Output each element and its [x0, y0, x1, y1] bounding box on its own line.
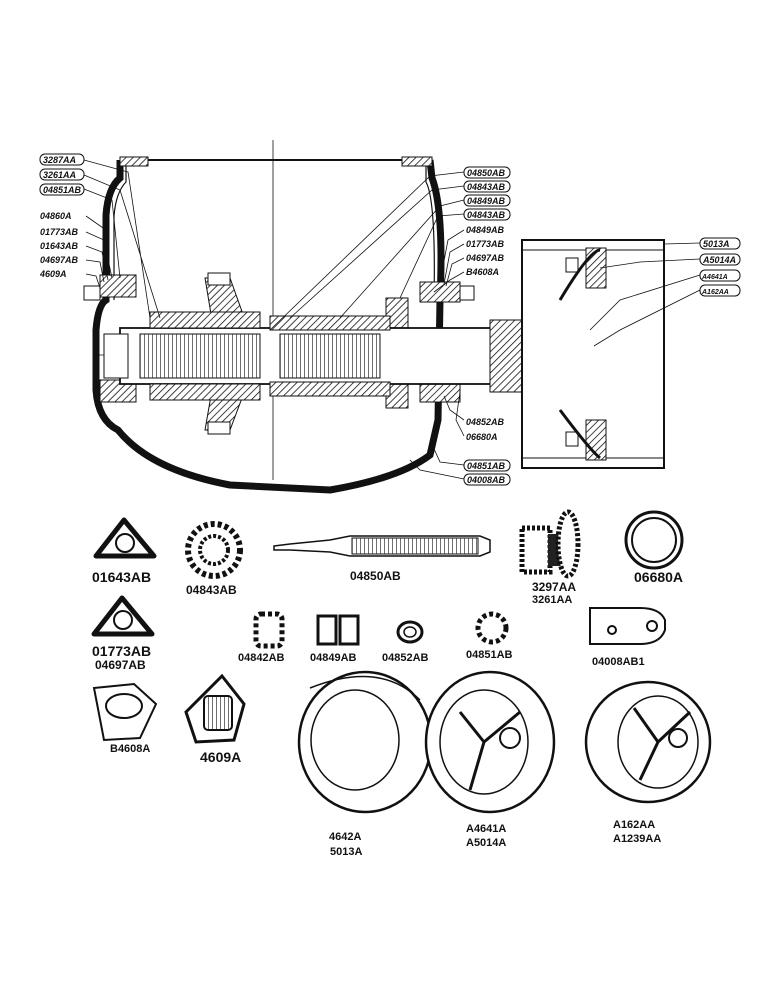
part-04843AB: [185, 521, 243, 579]
label-04850AB: 04850AB: [350, 569, 401, 583]
shaft-splines-left: [139, 333, 261, 379]
callout-04851AB-2: 04851AB: [467, 461, 506, 471]
part-A162AA-drum: [584, 680, 712, 804]
part-04849AB: [316, 614, 360, 646]
callout-A5014A: A5014A: [702, 255, 736, 265]
left-bolt-head: [83, 285, 101, 301]
sleeve-top-left: [149, 311, 261, 329]
part-04852AB: [396, 620, 424, 644]
part-3297AA-gear-cluster: [519, 509, 581, 579]
label-04008AB1: 04008AB1: [592, 656, 645, 668]
callout-B4608A: B4608A: [466, 267, 499, 277]
callout-01773AB: 01773AB: [40, 227, 79, 237]
label-A1239AA: A1239AA: [613, 833, 661, 845]
gear-bolt-top: [207, 272, 231, 286]
label-06680A: 06680A: [634, 569, 683, 585]
sleeve-top-right: [269, 315, 391, 331]
shaft-splines-right: [279, 333, 381, 379]
callout-04851AB: 04851AB: [43, 185, 82, 195]
callout-4609A: 4609A: [39, 269, 67, 279]
right-bearing-bottom: [419, 381, 461, 403]
right-bolt-head: [459, 285, 475, 301]
label-A5014A: A5014A: [466, 837, 506, 849]
callout-04850AB: 04850AB: [467, 168, 506, 178]
drum-spoke-top: [558, 248, 601, 301]
callout-3261AA: 3261AA: [43, 170, 76, 180]
callout-04697AB: 04697AB: [40, 255, 79, 265]
left-bearing-top: [99, 274, 137, 298]
callout-04849AB-2: 04849AB: [466, 225, 505, 235]
label-01773AB: 01773AB: [92, 643, 151, 659]
drum-bolt-bottom: [565, 431, 579, 447]
label-A162AA: A162AA: [613, 819, 655, 831]
label-3297AA: 3297AA: [532, 580, 576, 594]
label-04842AB: 04842AB: [238, 652, 285, 664]
label-4642A: 4642A: [329, 831, 361, 843]
callout-06680A: 06680A: [466, 432, 498, 442]
parts-exploded: 01643AB 04843AB 04850AB 3297AA 3261AA 06…: [91, 509, 712, 858]
part-4609A: [184, 673, 246, 744]
label-4609A: 4609A: [200, 749, 241, 765]
part-04842AB: [253, 611, 285, 649]
drum-bolt-top: [565, 257, 579, 273]
part-01773AB: [91, 595, 155, 637]
label-04697AB: 04697AB: [95, 658, 146, 672]
callouts-right-top: 04850AB 04843AB 04849AB 04843AB 04849AB …: [269, 166, 511, 331]
label-3261AA: 3261AA: [532, 594, 572, 606]
callout-A4641A: A4641A: [701, 274, 728, 281]
label-01643AB: 01643AB: [92, 569, 151, 585]
callout-3287AA: 3287AA: [43, 155, 76, 165]
part-A4641A-drum: [424, 670, 556, 814]
part-04851AB: [475, 611, 509, 645]
housing-flange-right: [401, 156, 433, 167]
part-B4608A: [92, 682, 158, 742]
callout-01643AB: 01643AB: [40, 241, 79, 251]
part-01643AB: [93, 517, 157, 559]
callouts-right-bottom: 04852AB 06680A 04851AB 04008AB: [409, 391, 511, 486]
callout-04697AB-2: 04697AB: [466, 253, 505, 263]
gear-bolt-bottom: [207, 421, 231, 435]
callouts-far-right: 5013A A5014A A4641A A162AA: [589, 237, 741, 347]
drum-web-top: [585, 247, 607, 289]
callout-5013A: 5013A: [703, 239, 730, 249]
label-A4641A: A4641A: [466, 823, 506, 835]
housing-inner: [113, 166, 435, 301]
sleeve-bottom-right: [269, 381, 391, 397]
assembly-cross-section: 3287AA 3261AA 04851AB 04860A 01773AB 016…: [39, 140, 741, 494]
callout-04860A: 04860A: [40, 211, 72, 221]
callout-A162AA: A162AA: [701, 289, 729, 296]
right-bearing-top: [419, 281, 461, 303]
part-4642A-drum: [297, 670, 433, 814]
callout-04843AB: 04843AB: [467, 182, 506, 192]
sleeve-bottom-left: [149, 383, 261, 401]
part-06680A: [624, 510, 684, 570]
part-04008AB1: [589, 607, 666, 645]
label-04843AB: 04843AB: [186, 583, 237, 597]
part-04850AB: [273, 535, 491, 557]
callout-04008AB: 04008AB: [467, 475, 506, 485]
callout-01773AB-2: 01773AB: [466, 239, 505, 249]
callout-04849AB: 04849AB: [467, 196, 506, 206]
label-04851AB: 04851AB: [466, 649, 513, 661]
callout-04852AB: 04852AB: [466, 417, 505, 427]
left-bearing-bottom: [99, 379, 137, 403]
label-04849AB: 04849AB: [310, 652, 357, 664]
label-5013A: 5013A: [330, 846, 362, 858]
label-B4608A: B4608A: [110, 743, 150, 755]
label-04852AB: 04852AB: [382, 652, 429, 664]
drum-spoke-bottom: [558, 409, 601, 460]
callouts-left: 3287AA 3261AA 04851AB 04860A 01773AB 016…: [39, 153, 161, 319]
housing-flange-left: [119, 156, 149, 167]
callout-04843AB-2: 04843AB: [467, 210, 506, 220]
shaft-end: [103, 333, 129, 379]
